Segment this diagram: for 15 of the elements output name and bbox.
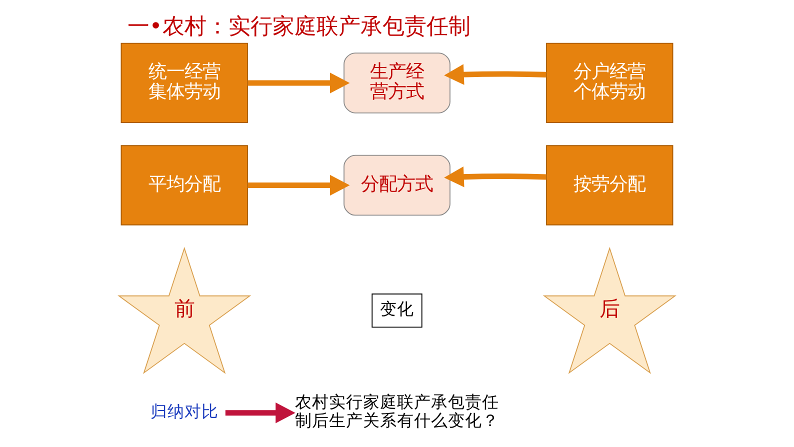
node-text: 农村实行家庭联产承包责任制后生产关系有什么变化？ <box>295 392 499 430</box>
node-text: 归纳对比 <box>150 402 218 421</box>
node-box: 按劳分配 <box>546 145 674 226</box>
arrow <box>444 166 546 188</box>
arrow <box>225 402 296 424</box>
arrow <box>248 174 350 196</box>
node-box: 生产经营方式 <box>344 52 450 114</box>
arrow <box>248 72 350 94</box>
node-box: 平均分配 <box>120 145 248 226</box>
node-box: 分户经营个体劳动 <box>546 42 674 124</box>
node-box: 分配方式 <box>344 154 450 216</box>
arrow <box>444 64 546 85</box>
node-box: 变化 <box>372 294 422 328</box>
node-box: 统一经营集体劳动 <box>120 42 248 124</box>
diagram-title: 一•农村：实行家庭联产承包责任制 <box>127 13 470 40</box>
